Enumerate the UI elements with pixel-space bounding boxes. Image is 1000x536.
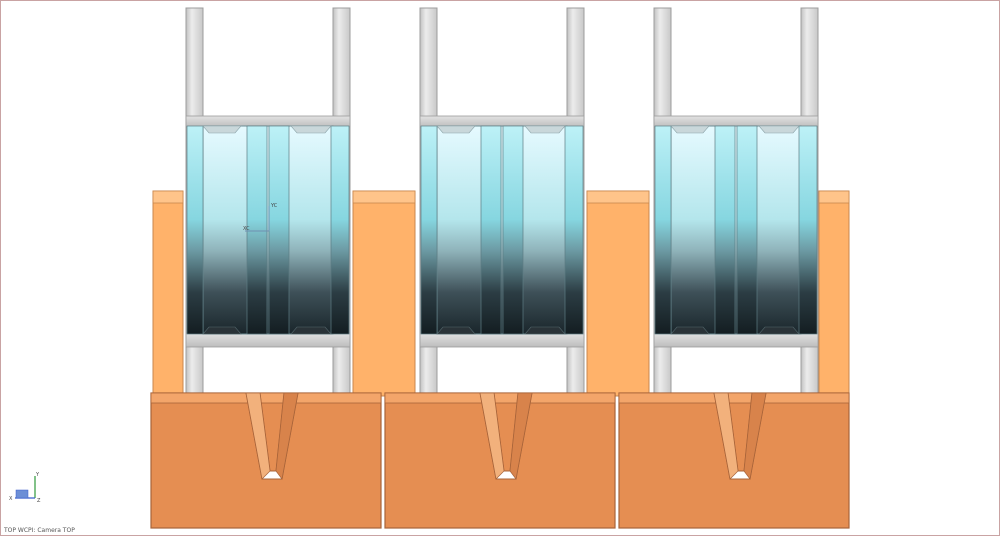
base-block-top-3[interactable]: [618, 392, 850, 404]
base-block-top-2[interactable]: [384, 392, 616, 404]
wcs-y-label: YC: [270, 203, 278, 209]
coil-band-3-3[interactable]: [736, 125, 758, 335]
coil-chamfer-left-2[interactable]: [436, 125, 476, 134]
coil-band-1-4[interactable]: [330, 125, 350, 335]
orange-bracket-3[interactable]: [586, 190, 650, 397]
coil-chamfer-bottom-left-3[interactable]: [670, 326, 710, 335]
coil-chamfer-left-1[interactable]: [202, 125, 242, 134]
coil-band-1-1[interactable]: [186, 125, 204, 335]
coil-chamfer-bottom-right-3[interactable]: [758, 326, 800, 335]
coil-band-3-4[interactable]: [798, 125, 818, 335]
orientation-triad: Y X Z: [9, 472, 41, 504]
coil-chamfer-left-3[interactable]: [670, 125, 710, 134]
v-notch-face-left-1[interactable]: [245, 392, 271, 480]
base-block-top-1[interactable]: [150, 392, 382, 404]
base-block-1[interactable]: [150, 392, 382, 529]
coil-band-2-1[interactable]: [420, 125, 438, 335]
coil-chamfer-right-2[interactable]: [524, 125, 566, 134]
coil-band-1-2[interactable]: [246, 125, 268, 335]
v-notch-face-right-2[interactable]: [509, 392, 533, 480]
orange-bracket-2[interactable]: [352, 190, 416, 397]
view-label: TOP WCPI: Camera TOP: [4, 527, 75, 534]
v-notch-face-right-3[interactable]: [743, 392, 767, 480]
coil-band-2-2[interactable]: [480, 125, 502, 335]
orange-bracket-top-4[interactable]: [818, 190, 850, 204]
triad-z-label: Z: [37, 498, 41, 504]
coil-body-1[interactable]: [202, 125, 334, 335]
triad-plane-icon: [15, 489, 29, 499]
triad-x-label: X: [9, 496, 13, 502]
orange-bracket-top-1[interactable]: [152, 190, 184, 204]
coil-band-3-1[interactable]: [654, 125, 672, 335]
coil-chamfer-bottom-left-1[interactable]: [202, 326, 242, 335]
wcs-x-label: XC: [243, 226, 250, 232]
coil-chamfer-bottom-right-1[interactable]: [290, 326, 332, 335]
triad-y-label: Y: [35, 472, 40, 478]
top-plate-2[interactable]: [419, 115, 585, 128]
v-notch-face-left-2[interactable]: [479, 392, 505, 480]
orange-bracket-4[interactable]: [818, 190, 850, 397]
bottom-plate-1[interactable]: [185, 332, 351, 348]
bottom-plate-2[interactable]: [419, 332, 585, 348]
orange-bracket-top-2[interactable]: [352, 190, 416, 204]
coil-chamfer-bottom-left-2[interactable]: [436, 326, 476, 335]
v-notch-face-right-1[interactable]: [275, 392, 299, 480]
coil-band-2-4[interactable]: [564, 125, 584, 335]
orange-bracket-1[interactable]: [152, 190, 184, 397]
coil-body-3[interactable]: [670, 125, 802, 335]
wcs-indicator: YC XC: [243, 203, 278, 232]
top-plate-1[interactable]: [185, 115, 351, 128]
v-notch-face-left-3[interactable]: [713, 392, 739, 480]
orange-bracket-top-3[interactable]: [586, 190, 650, 204]
coil-chamfer-right-1[interactable]: [290, 125, 332, 134]
coil-chamfer-right-3[interactable]: [758, 125, 800, 134]
coil-chamfer-bottom-right-2[interactable]: [524, 326, 566, 335]
coil-band-1-3[interactable]: [268, 125, 290, 335]
top-plate-3[interactable]: [653, 115, 819, 128]
coil-band-3-2[interactable]: [714, 125, 736, 335]
coil-body-2[interactable]: [436, 125, 568, 335]
bottom-plate-3[interactable]: [653, 332, 819, 348]
coil-band-2-3[interactable]: [502, 125, 524, 335]
